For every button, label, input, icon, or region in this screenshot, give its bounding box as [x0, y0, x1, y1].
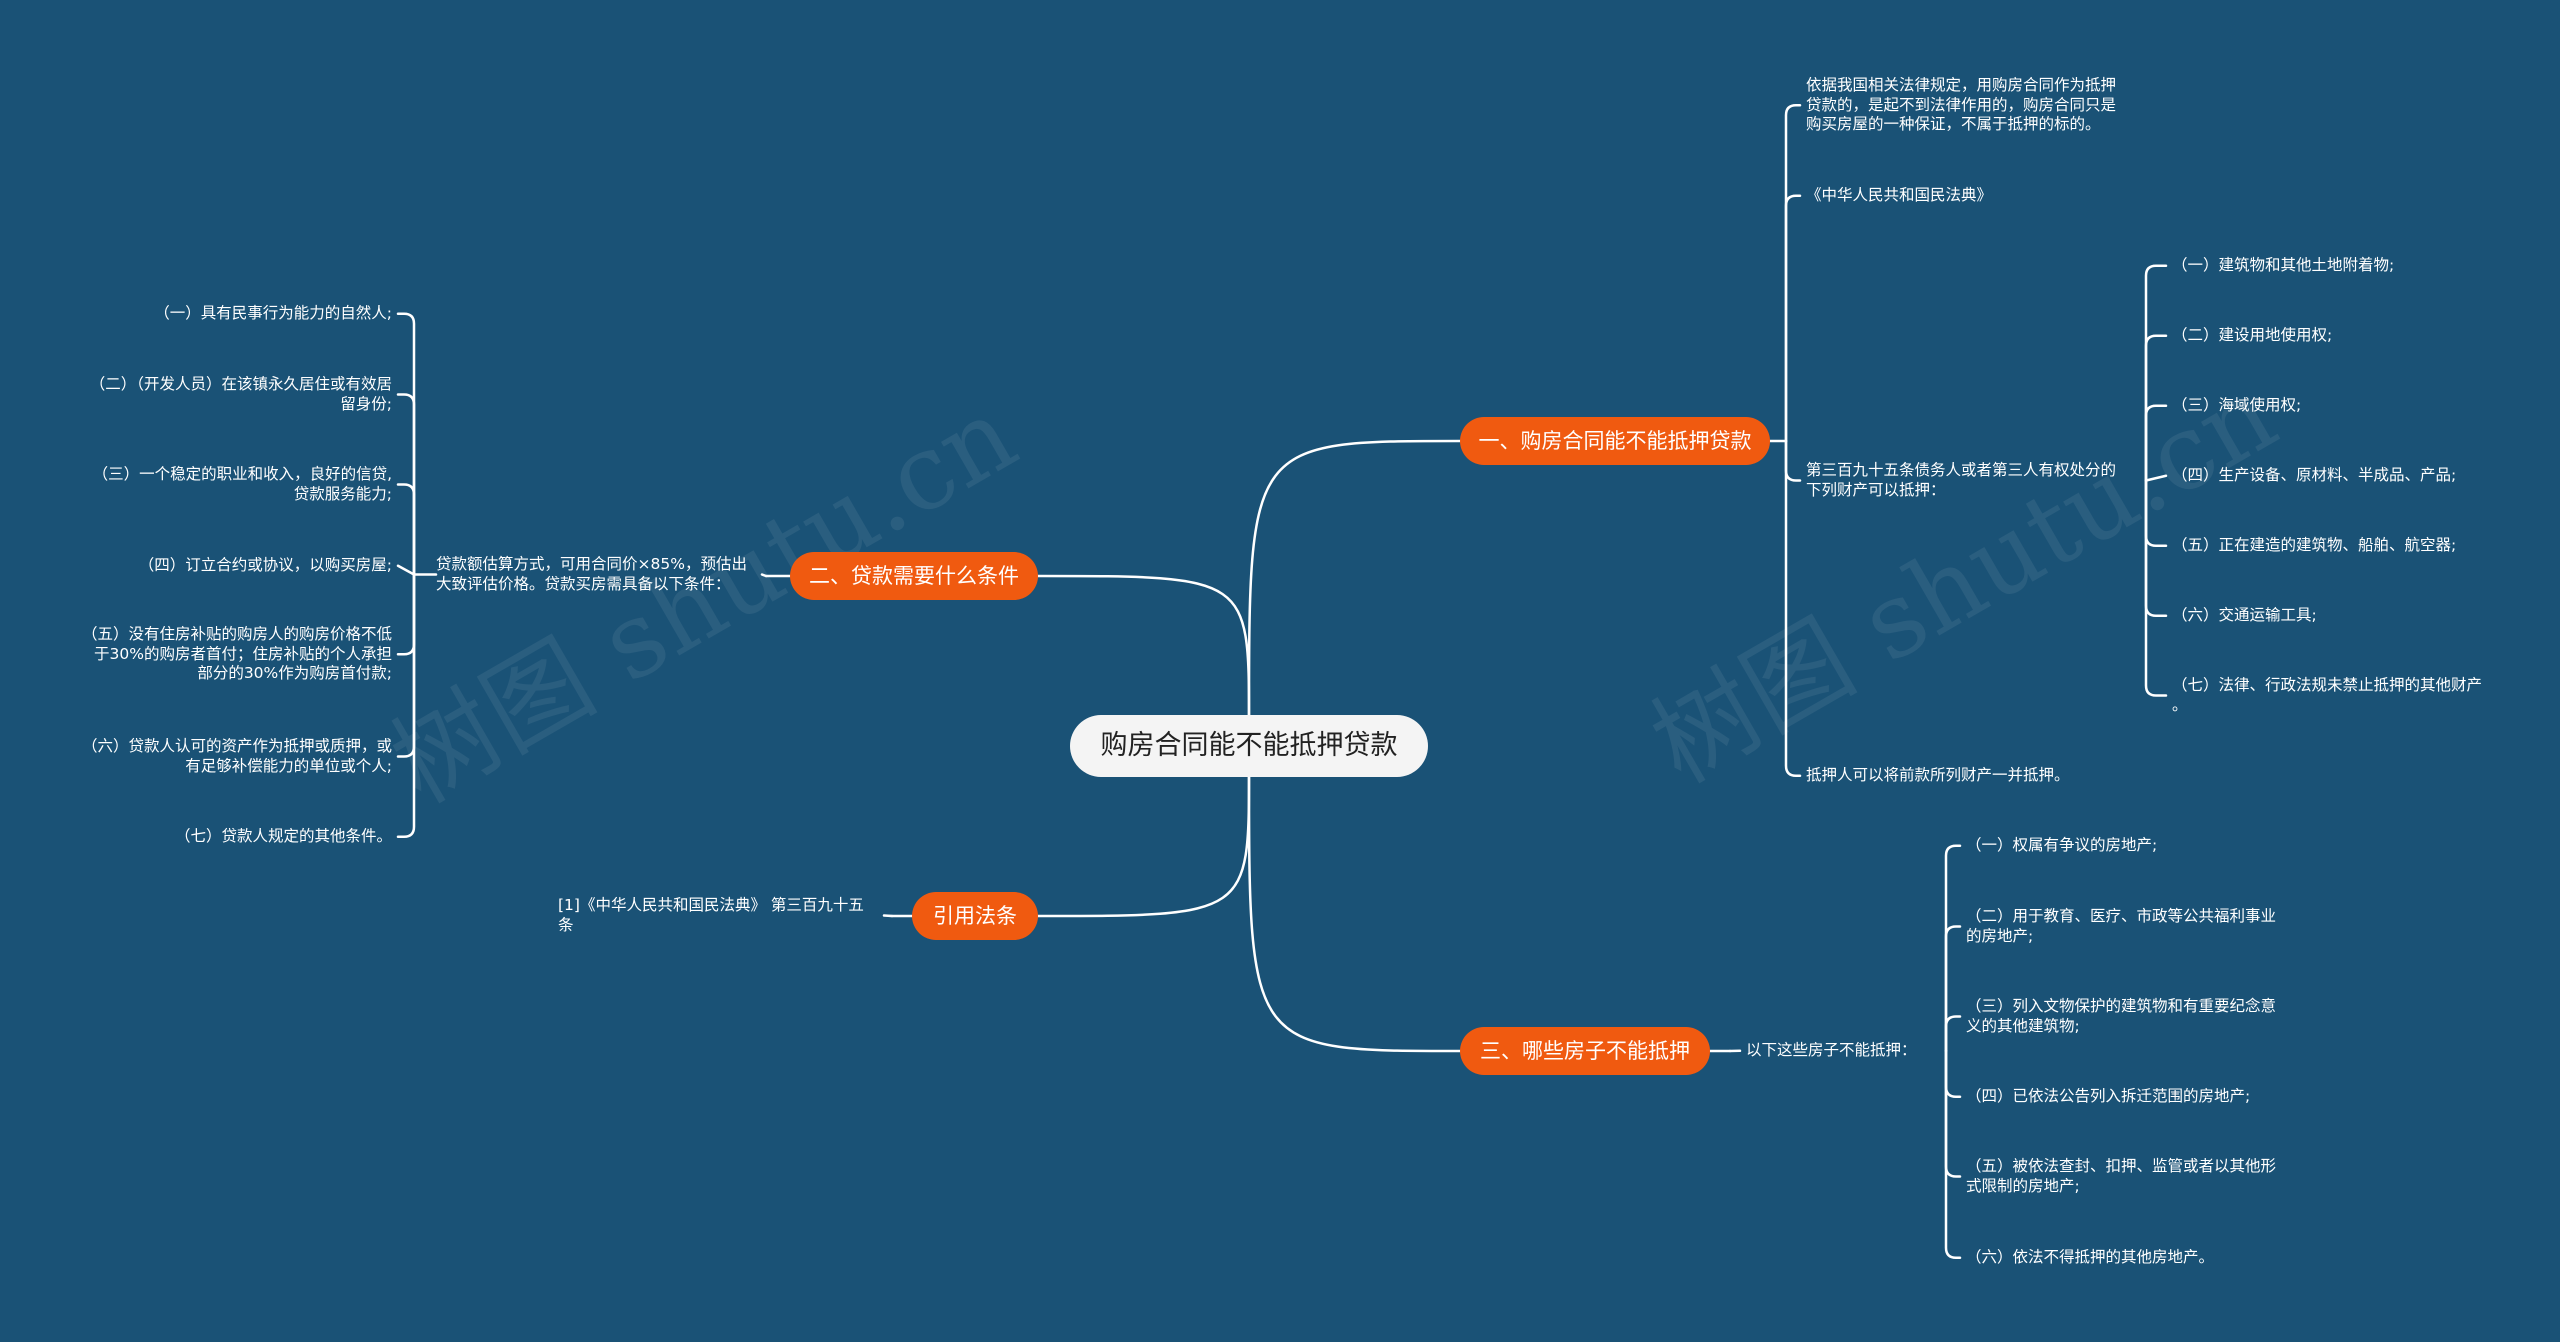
leaf-mortgage-item-7: （七）法律、行政法规未禁止抵押的其他财产 。 — [2172, 676, 2483, 714]
leaf-mortgage-item-5: （五）正在建造的建筑物、船舶、航空器; — [2172, 536, 2457, 554]
connector-b3c0-child-1 — [1944, 925, 1962, 1052]
branch-node-loan-conditions[interactable]: 二、贷款需要什么条件 — [790, 552, 1038, 600]
connector-b0c2-child-2 — [2144, 404, 2168, 482]
branch-node-cited-law[interactable]: 引用法条 — [912, 892, 1038, 940]
connector-b1c0-child-0 — [396, 312, 416, 576]
connector-b0c2-child-5 — [2144, 479, 2168, 617]
connector-b0-child-0 — [1784, 104, 1802, 443]
connector-b0c2-child-3 — [2144, 474, 2168, 482]
leaf-loan-condition-1: （一）具有民事行为能力的自然人; — [154, 304, 392, 322]
branch-node-mortgage-contract[interactable]: 一、购房合同能不能抵押贷款 — [1460, 417, 1770, 465]
connector-b3c0-child-0 — [1944, 844, 1962, 1052]
leaf-property-item-5: （五）被依法查封、扣押、监管或者以其他形 式限制的房地产; — [1966, 1157, 2277, 1195]
connector-root-b0 — [1247, 439, 1462, 723]
leaf-article-395: 第三百九十五条债务人或者第三人有权处分的 下列财产可以抵押： — [1806, 461, 2117, 499]
leaf-loan-condition-7: （七）贷款人规定的其他条件。 — [174, 827, 392, 845]
leaf-mortgage-item-3: （三）海域使用权; — [2172, 396, 2302, 414]
leaf-mortgage-item-1: （一）建筑物和其他土地附着物; — [2172, 256, 2395, 274]
connector-b0-child-3 — [1784, 439, 1802, 777]
leaf-loan-condition-4: （四）订立合约或协议，以购买房屋; — [138, 556, 392, 574]
leaf-mortgage-item-2: （二）建设用地使用权; — [2172, 326, 2333, 344]
leaf-loan-condition-6: （六）贷款人认可的资产作为抵押或质押，或 有足够补偿能力的单位或个人; — [81, 737, 392, 775]
connector-b3c0-child-4 — [1944, 1049, 1962, 1178]
connector-b0c2-child-6 — [2144, 479, 2168, 697]
connector-b1c0-child-2 — [396, 483, 416, 576]
leaf-legal-basis: 依据我国相关法律规定，用购房合同作为抵押 贷款的，是起不到法律作用的，购房合同只… — [1806, 76, 2117, 133]
leaf-property-item-2: （二）用于教育、医疗、市政等公共福利事业 的房地产; — [1966, 907, 2277, 945]
leaf-civil-code-title: 《中华人民共和国民法典》 — [1806, 186, 1993, 204]
connector-b1c0-child-3 — [396, 564, 416, 576]
leaf-property-item-6: （六）依法不得抵押的其他房地产。 — [1966, 1248, 2215, 1266]
connector-b1c0-child-5 — [396, 573, 416, 758]
connector-b1c0-child-6 — [396, 573, 416, 838]
leaf-loan-condition-2: （二）（开发人员）在该镇永久居住或有效居 留身份; — [89, 375, 392, 413]
leaf-property-item-3: （三）列入文物保护的建筑物和有重要纪念意 义的其他建筑物; — [1966, 997, 2277, 1035]
connector-b0-child-2 — [1784, 439, 1802, 482]
leaf-combined-mortgage: 抵押人可以将前款所列财产一并抵押。 — [1806, 766, 2070, 784]
leaf-mortgage-item-4: （四）生产设备、原材料、半成品、产品; — [2172, 466, 2457, 484]
leaf-loan-condition-3: （三）一个稳定的职业和收入，良好的信贷, 贷款服务能力; — [92, 465, 392, 503]
connector-b3c0-child-2 — [1944, 1015, 1962, 1052]
connector-b1c0-child-1 — [396, 393, 416, 576]
leaf-property-item-4: （四）已依法公告列入拆迁范围的房地产; — [1966, 1087, 2251, 1105]
leaf-non-mortgageable-intro: 以下这些房子不能抵押： — [1746, 1041, 1917, 1059]
connector-root-b3 — [1247, 769, 1462, 1053]
connector-b0-child-1 — [1784, 194, 1802, 443]
connector-b0c2-child-1 — [2144, 334, 2168, 482]
connector-b0c2-child-0 — [2144, 264, 2168, 482]
connector-b1-child-0 — [760, 573, 768, 578]
branch-node-non-mortgageable[interactable]: 三、哪些房子不能抵押 — [1460, 1027, 1710, 1075]
connector-b1c0-child-4 — [396, 573, 416, 656]
leaf-loan-condition-5: （五）没有住房补贴的购房人的购房价格不低 于30%的购房者首付；住房补贴的个人承… — [81, 625, 392, 682]
connector-b3c0-child-3 — [1944, 1049, 1962, 1098]
leaf-property-item-1: （一）权属有争议的房地产; — [1966, 836, 2158, 854]
connector-root-b2 — [1036, 769, 1251, 918]
connector-root-b1 — [1036, 574, 1251, 723]
connector-b0c2-child-4 — [2144, 479, 2168, 547]
leaf-mortgage-item-6: （六）交通运输工具; — [2172, 606, 2317, 624]
connector-b3c0-child-5 — [1944, 1049, 1962, 1259]
leaf-citation: [1]《中华人民共和国民法典》 第三百九十五 条 — [558, 896, 864, 934]
leaf-loan-estimate: 贷款额估算方式，可用合同价×85%，预估出 大致评估价格。贷款买房需具备以下条件… — [436, 555, 747, 593]
root-node[interactable]: 购房合同能不能抵押贷款 — [1070, 715, 1428, 777]
connector-b2-child-0 — [882, 914, 894, 918]
